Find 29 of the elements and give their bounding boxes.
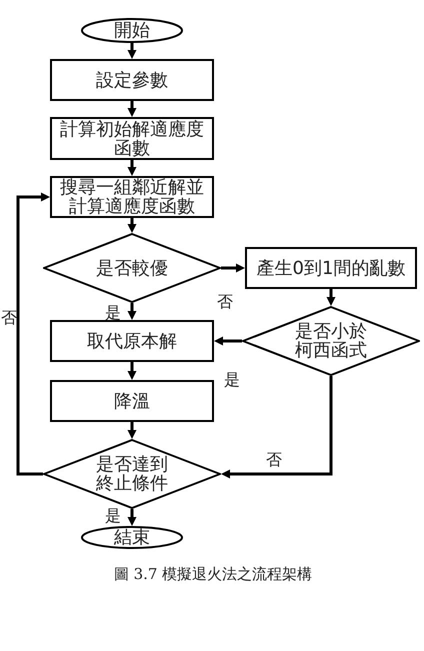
arrow [221, 376, 332, 478]
arrow [128, 218, 136, 233]
arrow [128, 509, 136, 526]
process-box: 設定參數 [50, 59, 214, 101]
arrow [221, 264, 245, 272]
arrow [16, 192, 50, 476]
arrow [128, 43, 136, 59]
arrow [128, 362, 136, 380]
process-box: 產生0到1間的亂數 [245, 247, 417, 289]
arrow [128, 303, 136, 320]
process-box: 搜尋一組鄰近解並計算適應度函數 [50, 176, 214, 218]
edge-label: 否 [1, 309, 17, 327]
edge-label: 是 [105, 507, 121, 525]
arrow [326, 289, 336, 306]
arrow [128, 160, 136, 176]
arrow [214, 336, 242, 346]
terminal-ellipse: 結束 [81, 526, 183, 549]
process-box: 取代原本解 [50, 320, 214, 362]
terminal-ellipse: 開始 [81, 18, 183, 43]
figure-caption: 圖 3.7 模擬退火法之流程架構 [112, 564, 314, 584]
arrow [128, 101, 136, 117]
edge-label: 是 [105, 304, 121, 322]
edge-label: 否 [266, 451, 282, 469]
decision-diamond: 是否小於柯西函式 [242, 306, 420, 376]
arrow [128, 422, 136, 439]
process-box: 降溫 [50, 380, 214, 422]
decision-diamond: 是否達到終止條件 [43, 439, 221, 509]
edge-label: 是 [224, 371, 240, 389]
process-box: 計算初始解適應度函數 [50, 117, 214, 160]
